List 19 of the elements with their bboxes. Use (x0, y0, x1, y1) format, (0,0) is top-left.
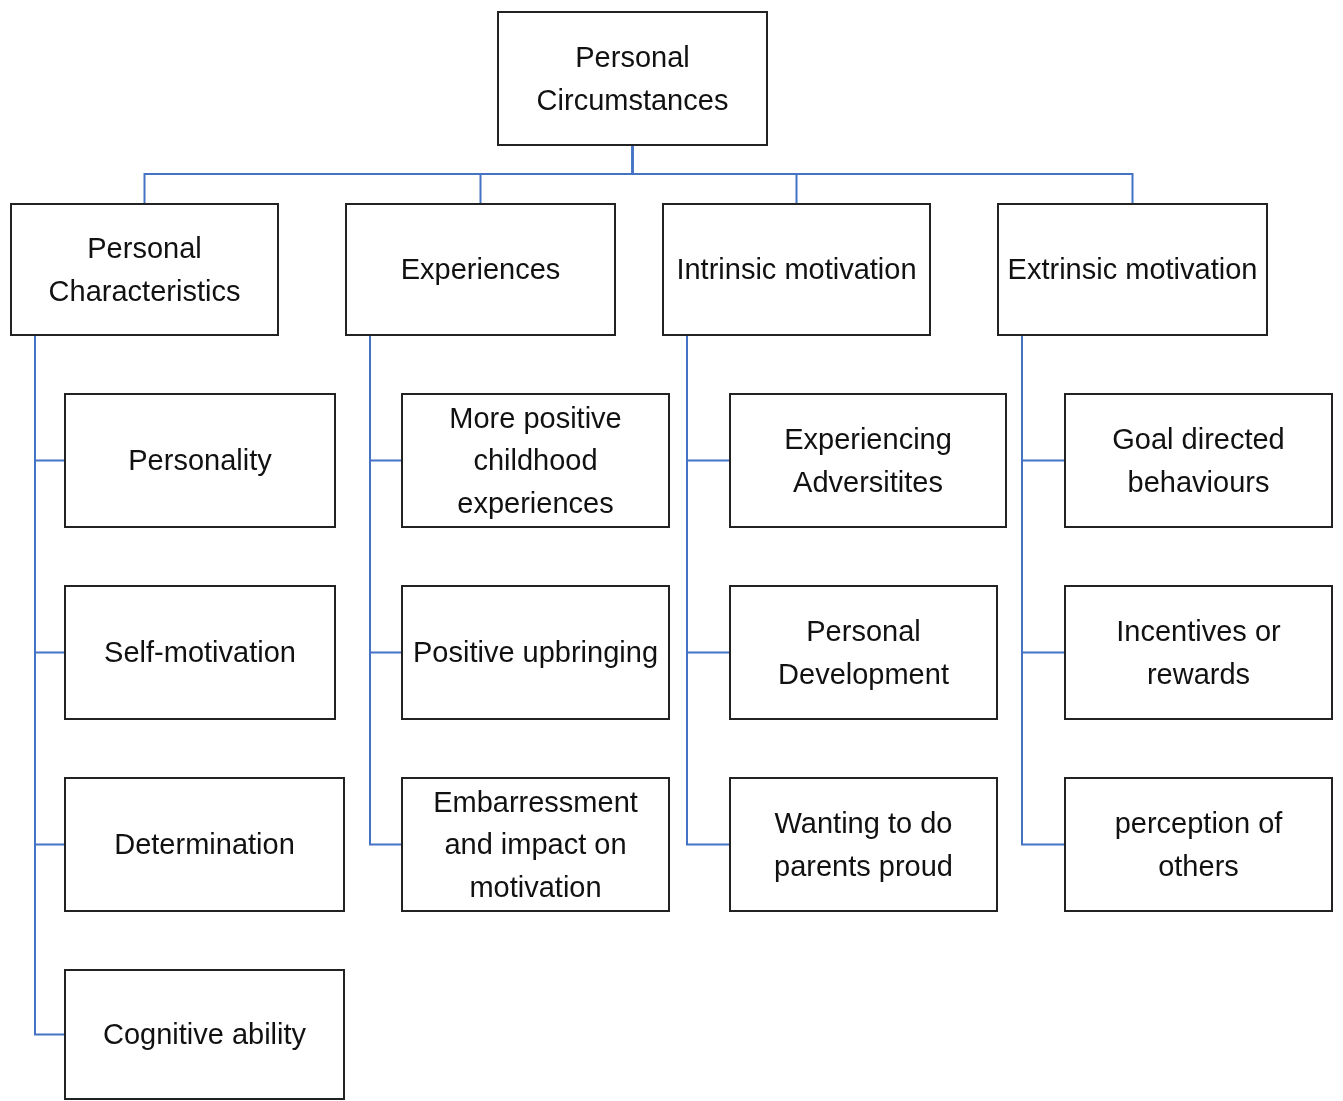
text-box: More positive childhood experiences (401, 393, 670, 528)
text-box: Self-motivation (64, 585, 336, 720)
text-box: Positive upbringing (401, 585, 670, 720)
text-box: Personality (64, 393, 336, 528)
text-box: Wanting to do parents proud (729, 777, 998, 912)
text-box: Personal Development (729, 585, 998, 720)
text-box: perception of others (1064, 777, 1333, 912)
text-box: Extrinsic motivation (997, 203, 1268, 336)
connector-line (631, 145, 1134, 204)
text-box: Embarressment and impact on motivation (401, 777, 670, 912)
text-box: Intrinsic motivation (662, 203, 931, 336)
text-box: Determination (64, 777, 345, 912)
text-box: Cognitive ability (64, 969, 345, 1100)
text-box: Goal directed behaviours (1064, 393, 1333, 528)
text-box: Experiences (345, 203, 616, 336)
text-box: Experiencing Adversitites (729, 393, 1007, 528)
text-box: Personal Circumstances (497, 11, 768, 146)
text-box: Incentives or rewards (1064, 585, 1333, 720)
text-box: Personal Characteristics (10, 203, 279, 336)
